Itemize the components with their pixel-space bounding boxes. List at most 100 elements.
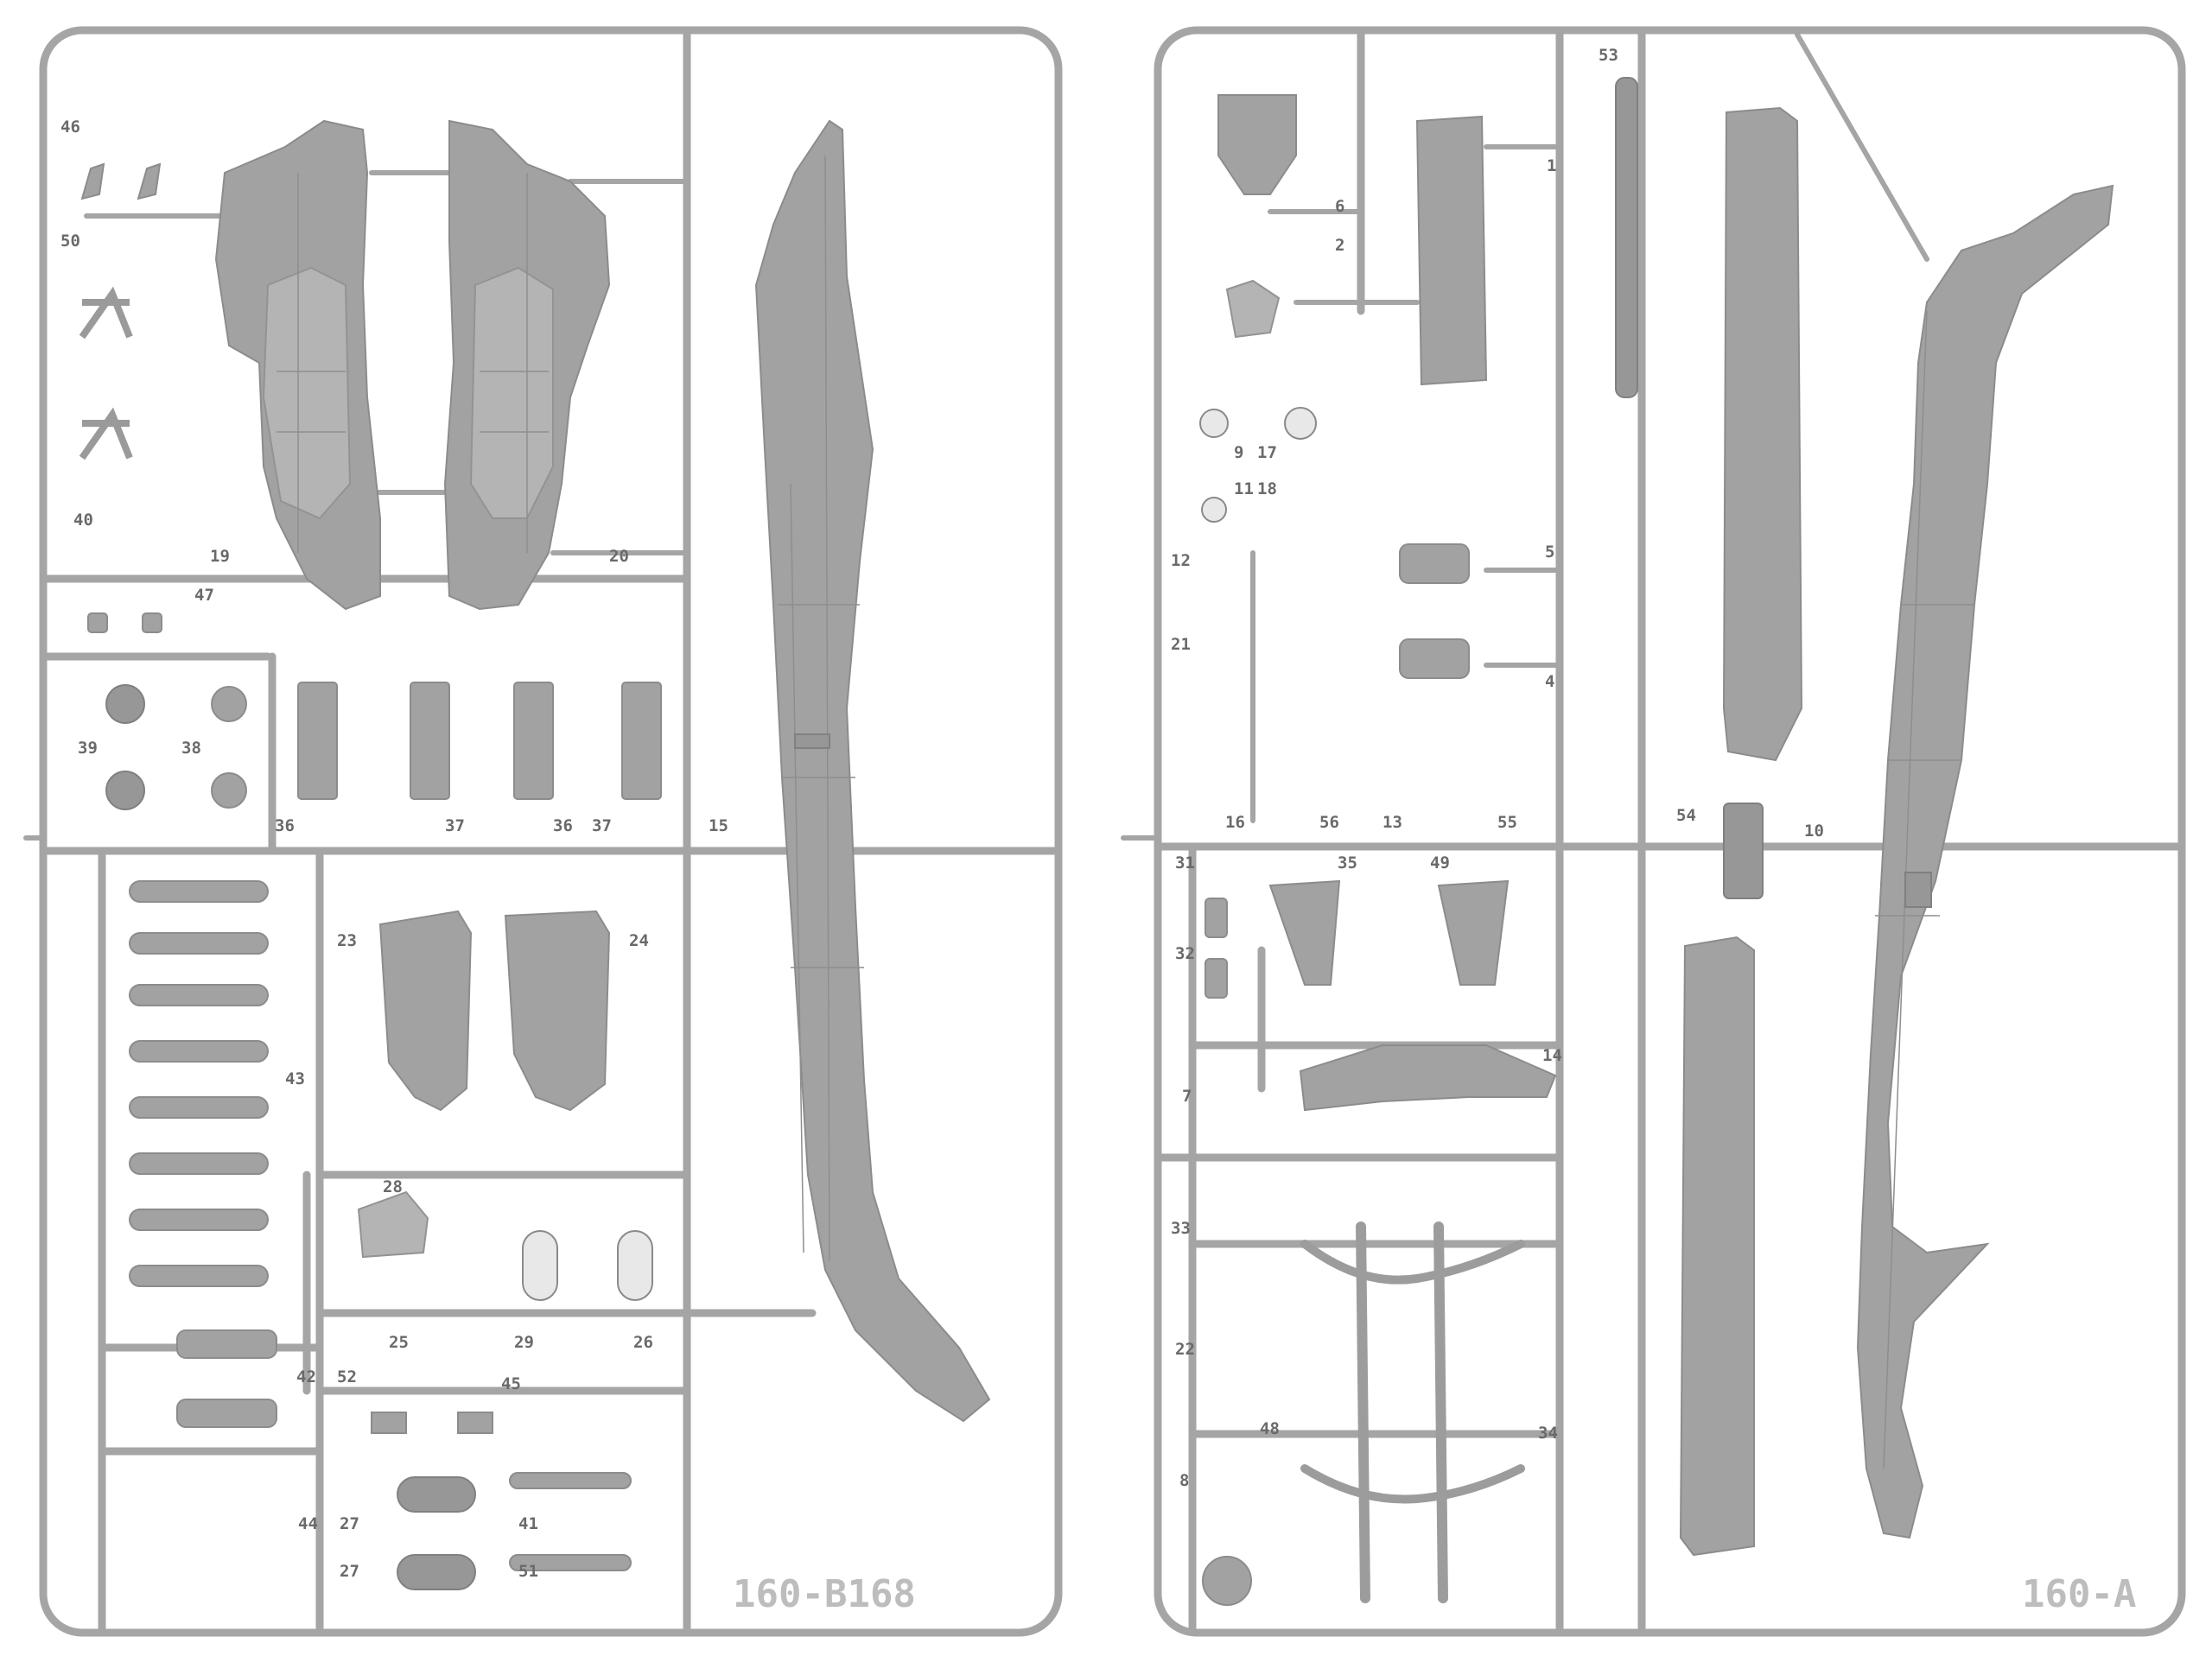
label-2: 2 xyxy=(1335,236,1344,255)
label-7: 7 xyxy=(1182,1087,1192,1106)
label-32: 32 xyxy=(1175,944,1195,963)
part-2 xyxy=(1225,279,1281,339)
label-13: 13 xyxy=(1382,813,1402,832)
part-9 xyxy=(1199,409,1229,438)
missile-4 xyxy=(129,1040,269,1063)
label-36b: 36 xyxy=(553,816,573,835)
fuselage-half-left-shape xyxy=(754,119,991,1423)
label-42: 42 xyxy=(296,1367,316,1386)
fuselage-half-right-shape xyxy=(1856,184,2114,1539)
part-5 xyxy=(1399,543,1470,584)
rotor-blades xyxy=(1679,106,1803,1557)
label-31: 31 xyxy=(1175,853,1195,872)
rocket-pods xyxy=(105,684,247,810)
label-10: 10 xyxy=(1804,822,1824,841)
cylinder-37b xyxy=(621,682,662,800)
stub-wing-24 xyxy=(504,910,611,1112)
missile-3 xyxy=(129,984,269,1006)
label-46: 46 xyxy=(60,117,80,136)
nacelle-right-panels xyxy=(480,173,549,553)
label-41: 41 xyxy=(518,1514,538,1533)
nacelle-right-intake xyxy=(469,266,554,519)
label-12: 12 xyxy=(1171,551,1191,570)
part-45 xyxy=(457,1412,493,1434)
label-27b: 27 xyxy=(340,1562,359,1581)
part-47a xyxy=(87,612,108,633)
label-16: 16 xyxy=(1225,813,1245,832)
part-51 xyxy=(509,1554,632,1571)
label-49: 49 xyxy=(1430,853,1450,872)
label-5: 5 xyxy=(1545,542,1554,562)
part-1 xyxy=(1415,115,1488,386)
label-35: 35 xyxy=(1338,853,1357,872)
rocket-pod-38a xyxy=(211,686,247,722)
label-48: 48 xyxy=(1260,1419,1280,1438)
part-27a xyxy=(397,1476,476,1513)
rocket-pod-39a xyxy=(105,684,145,724)
left-sprue-frame xyxy=(39,26,1063,1637)
label-28: 28 xyxy=(383,1177,403,1196)
label-29: 29 xyxy=(514,1333,534,1352)
part-tripod-1 xyxy=(79,286,133,339)
part-29 xyxy=(522,1230,558,1301)
rotor-blade-lower xyxy=(1679,936,1755,1557)
label-22: 22 xyxy=(1175,1340,1195,1359)
right-runner-diag xyxy=(1795,32,1929,262)
left-sprue-id: 160-B168 xyxy=(733,1572,916,1616)
label-39: 39 xyxy=(78,739,98,758)
label-33: 33 xyxy=(1171,1219,1191,1238)
cylinder-36a xyxy=(297,682,338,800)
label-47: 47 xyxy=(194,586,214,605)
tail-parts xyxy=(1205,879,1557,1112)
label-11: 11 xyxy=(1234,479,1254,498)
fuselage-panel-lines xyxy=(778,155,864,1262)
part-6 xyxy=(1217,94,1297,195)
part-31 xyxy=(1205,898,1228,938)
engine-nacelle-right xyxy=(443,119,611,611)
missile-rack xyxy=(129,880,269,1287)
cylinder-37a xyxy=(410,682,450,800)
part-disc xyxy=(1202,1556,1252,1606)
part-11 xyxy=(1201,497,1227,523)
part-46 xyxy=(80,162,162,200)
stub-wing-23 xyxy=(378,910,473,1112)
label-20: 20 xyxy=(609,547,629,566)
right-sprue-id: 160-A xyxy=(2022,1572,2136,1616)
label-24: 24 xyxy=(629,931,649,950)
label-37b: 37 xyxy=(592,816,612,835)
cylinders xyxy=(297,682,662,800)
part-14-stabilizer xyxy=(1299,1044,1557,1112)
part-53 xyxy=(1615,77,1638,398)
part-26 xyxy=(617,1230,653,1301)
missile-2 xyxy=(129,932,269,955)
lower-parts xyxy=(176,1190,653,1590)
fuselage-vent xyxy=(794,733,830,749)
part-35 xyxy=(1268,879,1341,986)
label-8: 8 xyxy=(1179,1471,1189,1490)
label-50: 50 xyxy=(60,232,80,251)
right-sprue-labels: 53 1 6 2 9 17 11 18 12 5 21 4 16 56 13 5… xyxy=(1171,46,2136,1616)
part-47b xyxy=(142,612,162,633)
label-44: 44 xyxy=(298,1514,318,1533)
label-6: 6 xyxy=(1335,197,1344,216)
label-23: 23 xyxy=(337,931,357,950)
right-sprue: 53 1 6 2 9 17 11 18 12 5 21 4 16 56 13 5… xyxy=(1121,26,2186,1637)
nacelle-left-intake xyxy=(262,266,352,520)
label-9: 9 xyxy=(1234,443,1243,462)
left-sprue-labels: 46 50 40 19 47 20 39 38 36 37 36 37 15 2… xyxy=(60,117,916,1616)
part-41 xyxy=(509,1472,632,1489)
engine-nacelle-left xyxy=(214,119,381,611)
skid-struts xyxy=(1300,1240,1525,1504)
missile-6 xyxy=(129,1152,269,1175)
rocket-pod-38b xyxy=(211,772,247,809)
part-4 xyxy=(1399,638,1470,679)
missile-1 xyxy=(129,880,269,903)
label-55: 55 xyxy=(1497,813,1517,832)
fuselage-right-vent xyxy=(1904,872,1932,908)
rocket-pod-39b xyxy=(105,771,145,810)
part-tripod-2 xyxy=(79,407,133,460)
stub-wings xyxy=(378,910,611,1112)
fuselage-half-right xyxy=(1856,184,2114,1539)
part-27b xyxy=(397,1554,476,1590)
